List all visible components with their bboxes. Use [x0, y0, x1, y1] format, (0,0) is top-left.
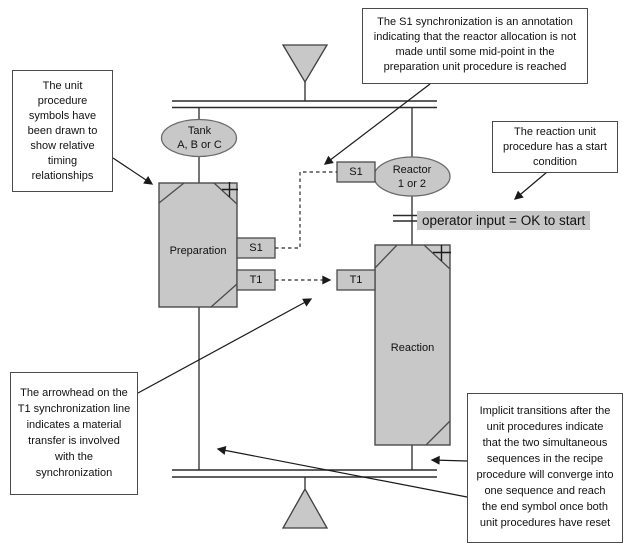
reaction-t1-chip [336, 269, 376, 291]
tank-allocation-label: Tank A, B or C [177, 125, 222, 151]
annotation-t1-arrowhead: The arrowhead on the T1 synchronization … [10, 372, 138, 495]
bottom-left-annotation-leader-arrow [137, 298, 313, 394]
prep-s1-chip-label: S1 [249, 242, 263, 254]
reaction-label: Reaction [390, 342, 435, 354]
bottom-sync-bar [172, 469, 437, 478]
reaction-unit-procedure-box [374, 244, 451, 446]
preparation-unit-procedure-box [158, 182, 238, 308]
start-condition-text: operator input = OK to start [417, 211, 591, 230]
annotation-s1-synchronization: The S1 synchronization is an annotation … [362, 8, 588, 84]
preparation-plus-icon [222, 182, 238, 197]
reaction-t1-chip-label: T1 [349, 274, 363, 286]
end-symbol-icon [281, 487, 329, 529]
reaction-plus-icon [433, 245, 451, 261]
right-annotation-leader-arrow [513, 171, 548, 200]
bottom-right-annotation-leader-arrow-1 [430, 455, 468, 465]
annotation-start-condition: The reaction unit procedure has a start … [492, 121, 618, 173]
top-sync-bar [172, 100, 437, 109]
left-annotation-leader-arrow [112, 157, 154, 185]
s1-sync-dashed-line [275, 171, 337, 249]
bottom-right-annotation-leader-arrow-2 [216, 446, 468, 498]
annotation-unit-procedure-symbols: The unit procedure symbols have been dra… [12, 70, 113, 192]
top-annotation-leader-arrow [323, 83, 431, 165]
tank-allocation-oval [160, 118, 238, 158]
reactor-s1-chip-label: S1 [349, 166, 363, 178]
start-condition-transition-mark [393, 214, 418, 222]
reactor-allocation-label: Reactor 1 or 2 [392, 164, 432, 190]
preparation-label: Preparation [169, 245, 227, 257]
start-symbol-icon [281, 44, 329, 84]
annotation-implicit-transitions: Implicit transitions after the unit proc… [467, 393, 623, 543]
prep-t1-chip-label: T1 [249, 274, 263, 286]
